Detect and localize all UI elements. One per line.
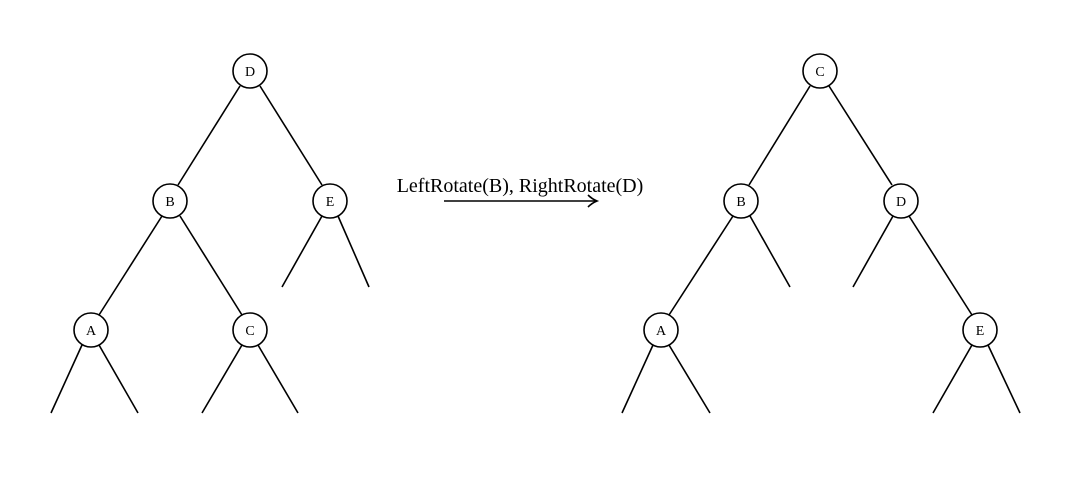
node-a: A bbox=[73, 312, 109, 348]
node-e-label: E bbox=[976, 324, 985, 339]
edge-a-leaf-right bbox=[668, 344, 711, 414]
node-d: D bbox=[232, 53, 268, 89]
node-b-label: B bbox=[736, 195, 745, 210]
node-e-label: E bbox=[326, 195, 335, 210]
edge-e-leaf-right bbox=[337, 215, 370, 288]
node-a-label: A bbox=[86, 324, 97, 339]
edge-c-d bbox=[828, 85, 893, 186]
node-a-label: A bbox=[656, 324, 667, 339]
edge-d-e bbox=[259, 85, 323, 186]
node-c: C bbox=[232, 312, 268, 348]
node-b: B bbox=[723, 183, 759, 219]
edge-c-leaf-right bbox=[257, 344, 299, 414]
edge-b-a bbox=[98, 215, 163, 316]
edge-b-c bbox=[179, 215, 243, 316]
edge-d-e bbox=[908, 215, 973, 316]
node-c-label: C bbox=[245, 324, 254, 339]
node-d: D bbox=[883, 183, 919, 219]
edge-e-leaf-left bbox=[281, 215, 323, 288]
tree-after: C B D A E bbox=[621, 53, 1021, 414]
tree-before: D B E A C bbox=[50, 53, 370, 414]
edge-c-b bbox=[748, 85, 811, 186]
node-b: B bbox=[152, 183, 188, 219]
edge-d-leaf-left bbox=[852, 215, 894, 288]
edge-a-leaf-left bbox=[50, 344, 83, 414]
node-c: C bbox=[802, 53, 838, 89]
edge-e-leaf-left bbox=[932, 344, 973, 414]
operation-arrow: LeftRotate(B), RightRotate(D) bbox=[397, 175, 644, 208]
operation-label: LeftRotate(B), RightRotate(D) bbox=[397, 175, 644, 197]
node-b-label: B bbox=[165, 195, 174, 210]
node-d-label: D bbox=[896, 195, 906, 210]
edge-b-leaf-right bbox=[749, 215, 791, 288]
edge-d-b bbox=[177, 85, 241, 186]
edge-b-a bbox=[668, 215, 734, 316]
edge-a-leaf-right bbox=[98, 344, 139, 414]
arrow-head-icon bbox=[587, 194, 600, 208]
edge-e-leaf-right bbox=[987, 344, 1021, 414]
edge-a-leaf-left bbox=[621, 344, 654, 414]
node-c-label: C bbox=[815, 65, 824, 80]
node-e: E bbox=[962, 312, 998, 348]
node-a: A bbox=[643, 312, 679, 348]
node-e: E bbox=[312, 183, 348, 219]
node-d-label: D bbox=[245, 65, 255, 80]
edge-c-leaf-left bbox=[201, 344, 243, 414]
